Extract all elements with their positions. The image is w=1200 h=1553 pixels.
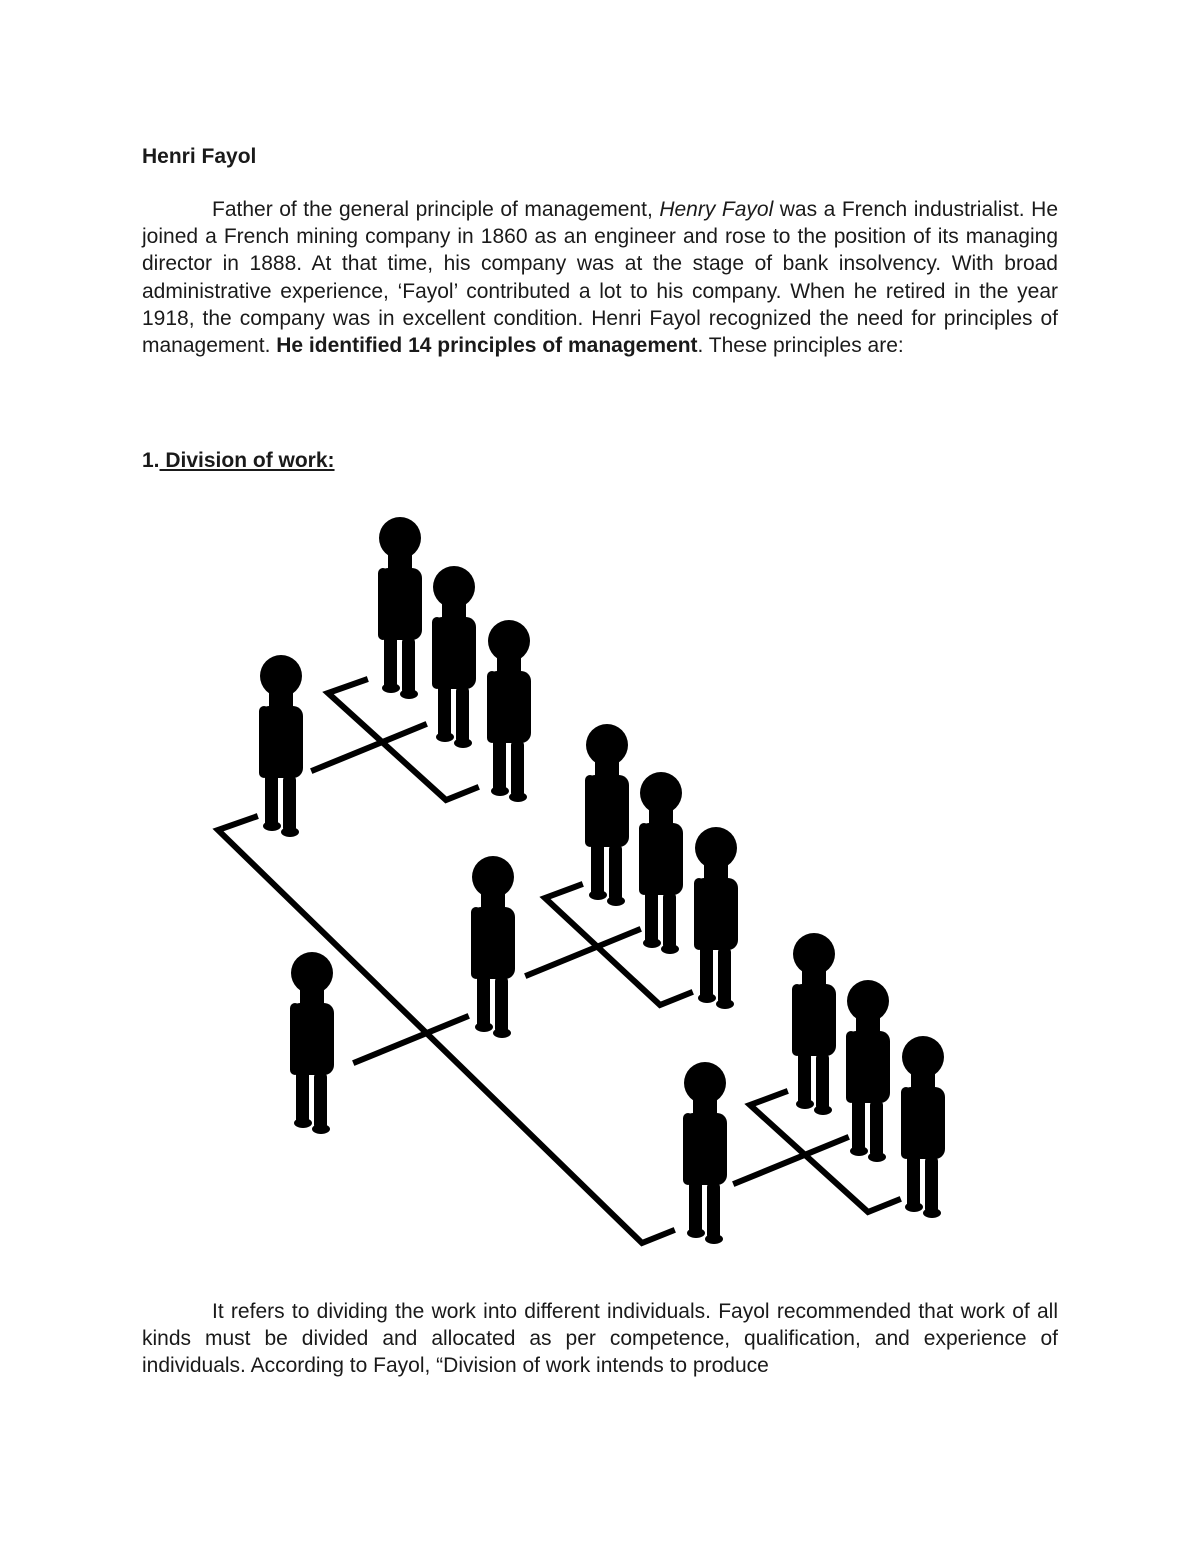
worker-figure	[639, 772, 683, 954]
manager-figure-3	[683, 1062, 727, 1244]
manager-figure-1	[259, 655, 303, 837]
section-number: 1.	[142, 449, 160, 472]
worker-figure	[901, 1036, 945, 1218]
worker-figure	[432, 566, 476, 748]
intro-text-1: Father of the general principle of manag…	[212, 198, 660, 221]
intro-paragraph: Father of the general principle of manag…	[142, 196, 1058, 359]
top-manager-figure	[290, 952, 334, 1134]
org-chart-illustration: .red .bd { fill: #f25a5a; } .red .dk { f…	[212, 517, 945, 1247]
worker-figure	[846, 980, 890, 1162]
worker-figure	[378, 517, 422, 699]
connector-lines	[212, 676, 902, 1247]
worker-figure	[694, 827, 738, 1009]
worker-figure	[585, 724, 629, 906]
intro-bold-text: He identified 14 principles of managemen…	[276, 334, 698, 358]
intro-name-italic: Henry Fayol	[659, 198, 774, 221]
document-title: Henri Fayol	[142, 145, 257, 168]
section-heading-division-of-work: 1. Division of work:	[142, 447, 335, 474]
section-title: Division of work:	[159, 449, 335, 472]
manager-figure-2	[471, 856, 515, 1038]
intro-text-2: was a French industrialist. He joined a …	[142, 198, 1059, 358]
worker-figure	[792, 933, 836, 1115]
division-of-work-paragraph: It refers to dividing the work into diff…	[142, 1300, 1058, 1378]
worker-figure	[487, 620, 531, 802]
intro-text-3: . These principles are:	[697, 334, 904, 358]
